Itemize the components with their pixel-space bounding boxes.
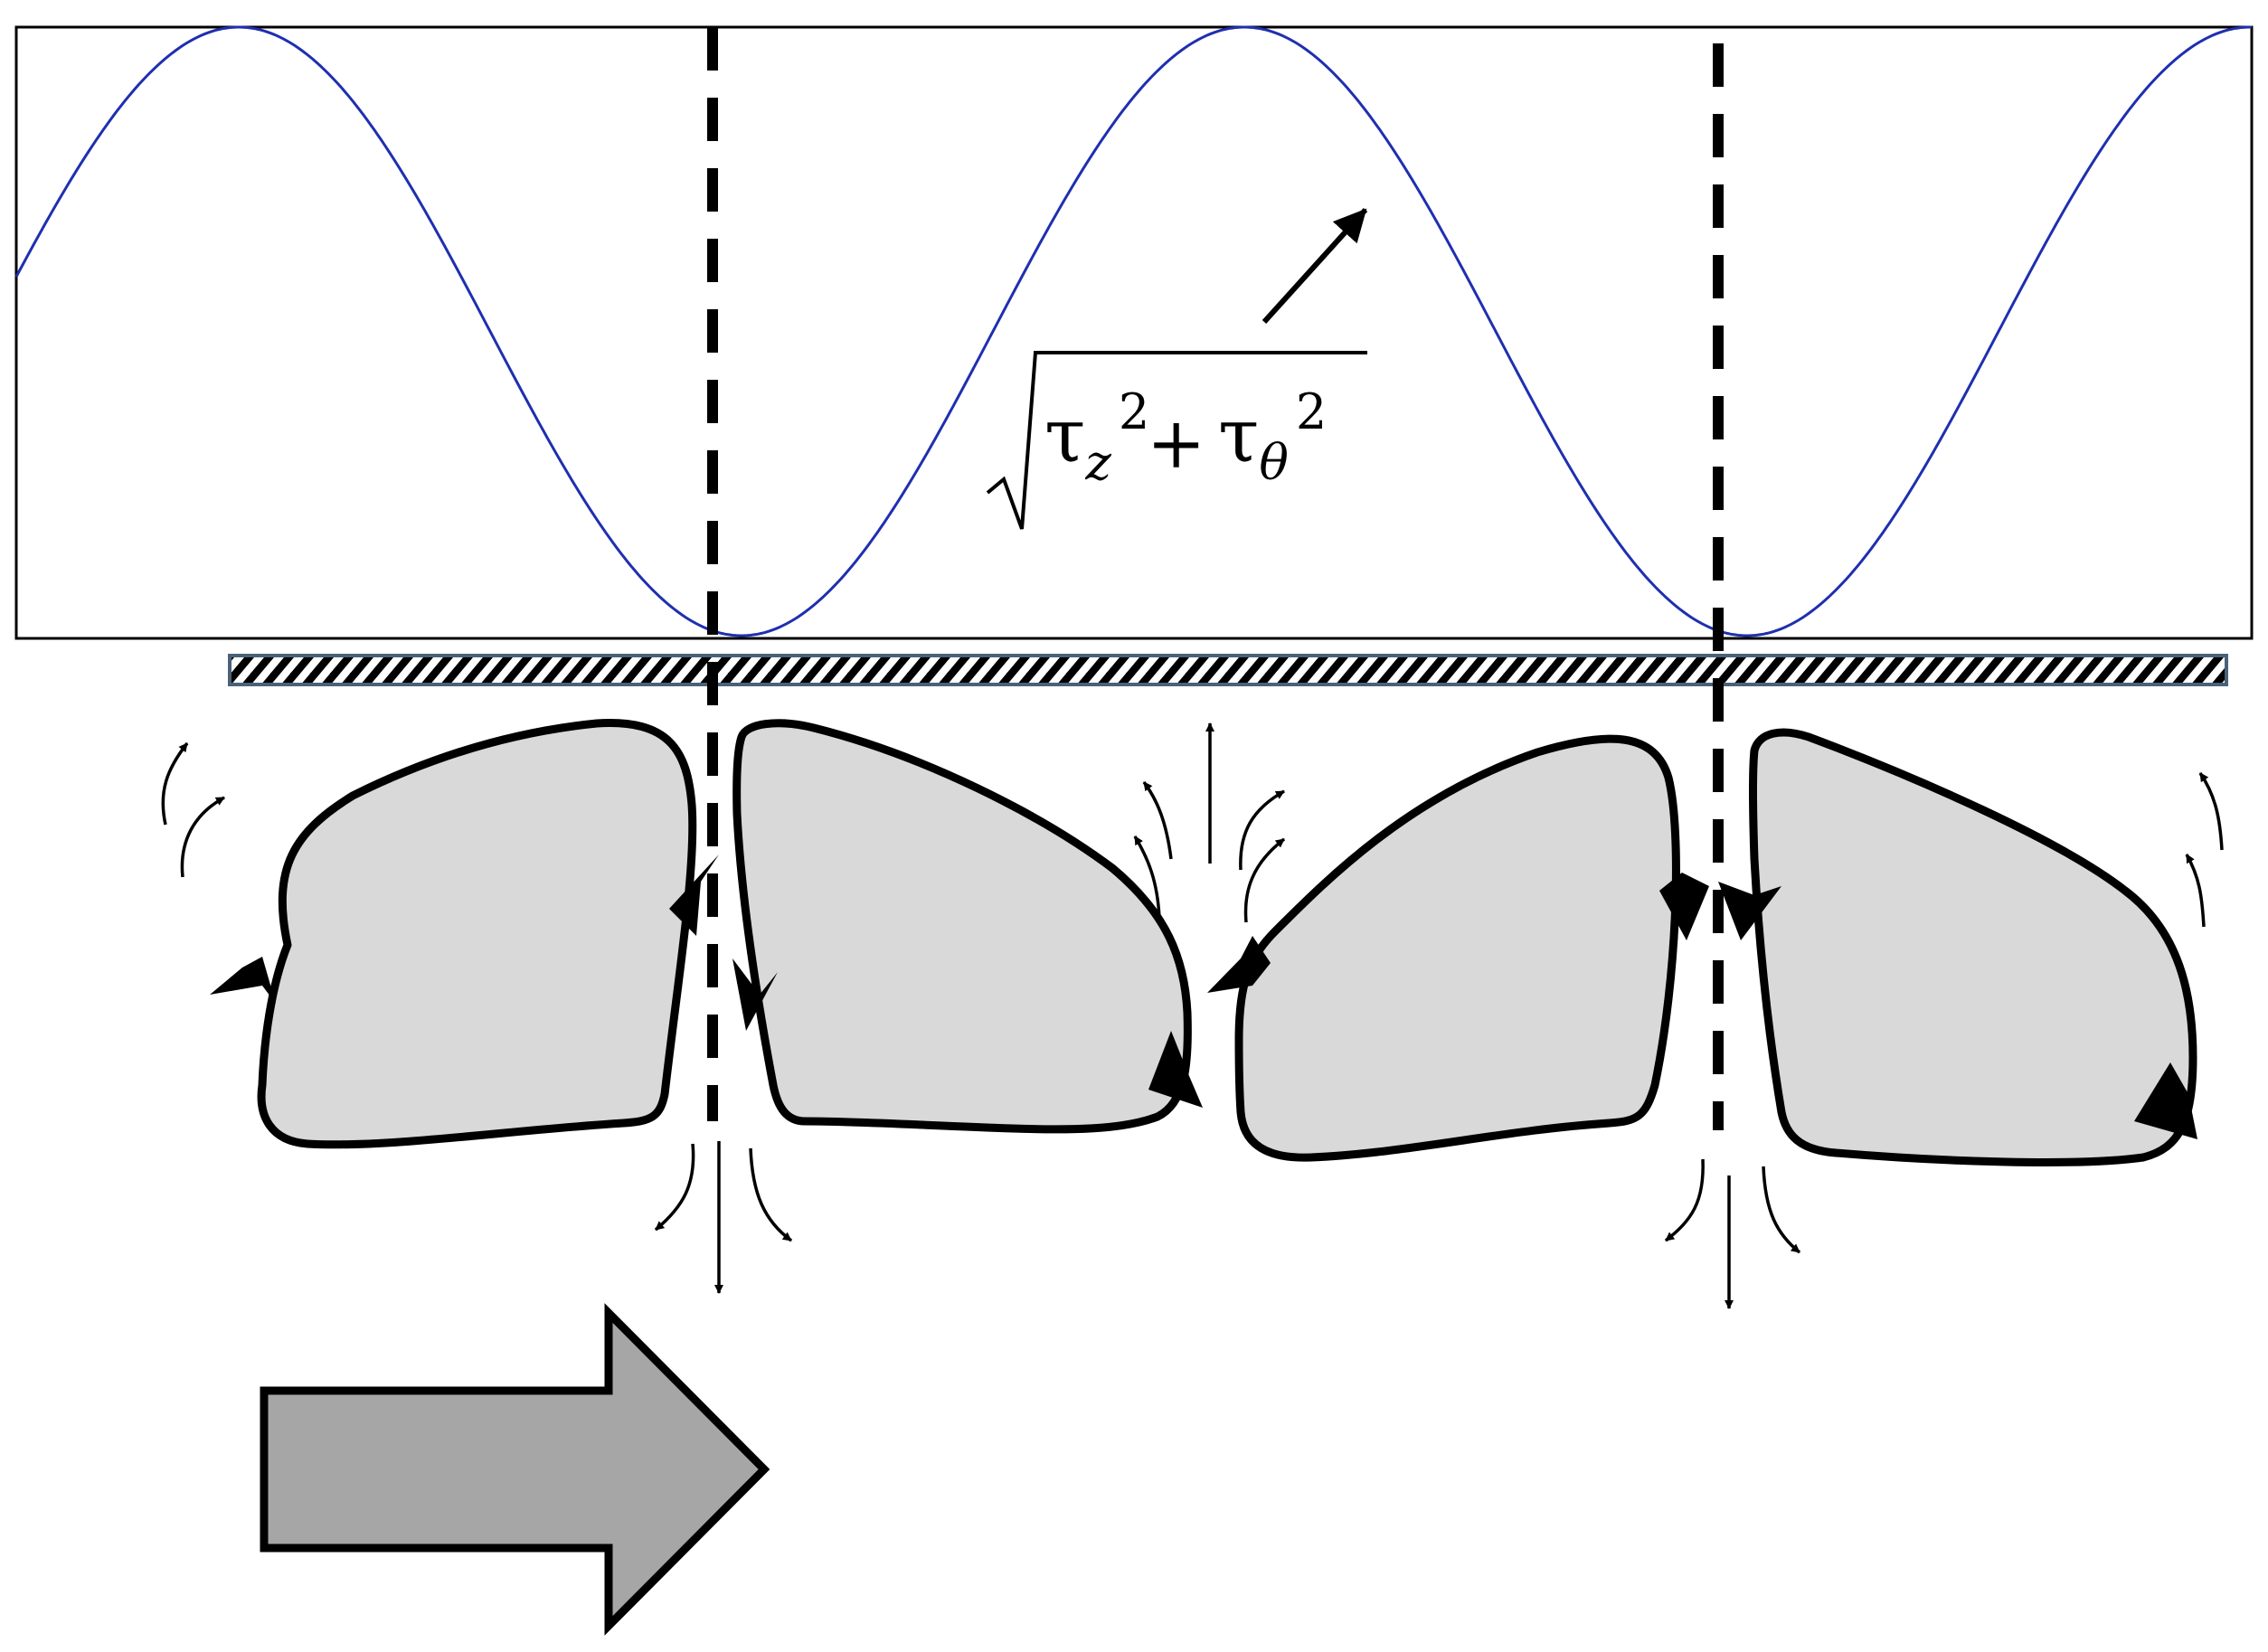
vortex-cell (257, 719, 697, 1149)
vortex-cell (1234, 734, 1680, 1162)
flow-arrow-icon (654, 1143, 695, 1232)
big-right-arrow-icon (260, 1303, 770, 1636)
shear-stress-curve (14, 25, 2252, 637)
wall-surface (228, 654, 2228, 686)
formula-tau: τ (1044, 393, 1086, 479)
plot-frame (14, 25, 2254, 640)
arrowhead-icon (1207, 936, 1271, 993)
formula-exponent: 2 (1295, 383, 1328, 440)
formula-subscript-z: z (1085, 434, 1111, 491)
arrowhead-icon (1148, 1031, 1203, 1108)
flow-arrow-icon (1133, 835, 1161, 919)
flow-arrow-icon (1243, 837, 1286, 923)
formula-plus: + (1147, 403, 1206, 485)
arrowhead-icon (210, 957, 276, 1004)
flow-arrow-icon (180, 796, 225, 878)
radical-sign (986, 351, 1367, 530)
flow-arrow-icon (1239, 789, 1285, 871)
arrowhead-icon (1659, 873, 1709, 940)
flow-arrow-icon (1664, 1158, 1705, 1242)
arrowhead-icon (732, 958, 778, 1031)
formula-tau: τ (1218, 393, 1260, 479)
flow-arrow-icon (1762, 1166, 1801, 1254)
formula-exponent: 2 (1118, 383, 1150, 440)
arrowhead-icon (669, 854, 719, 936)
formula-term-theta: τθ2 (1218, 388, 1327, 487)
flow-arrow-icon (749, 1147, 793, 1242)
vortex-cell (1749, 728, 2197, 1166)
flow-arrow-icon (2185, 854, 2206, 928)
shear-stress-formula: τz2 + τθ2 (981, 347, 1370, 542)
vortex-cell (732, 719, 1192, 1134)
flow-arrows (161, 722, 2224, 1309)
arrowhead-icon (1718, 882, 1781, 940)
formula-subscript-theta: θ (1259, 434, 1289, 491)
diagonal-arrow-icon (1262, 207, 1368, 325)
flow-arrow-icon (161, 741, 189, 826)
formula-term-z: τz2 (1044, 388, 1149, 487)
flow-arrow-icon (1142, 780, 1173, 860)
vortex-cells (257, 719, 2197, 1166)
arrowhead-icon (2134, 1062, 2197, 1139)
circulation-arrowheads (210, 854, 2197, 1139)
flow-arrow-icon (2198, 772, 2224, 851)
